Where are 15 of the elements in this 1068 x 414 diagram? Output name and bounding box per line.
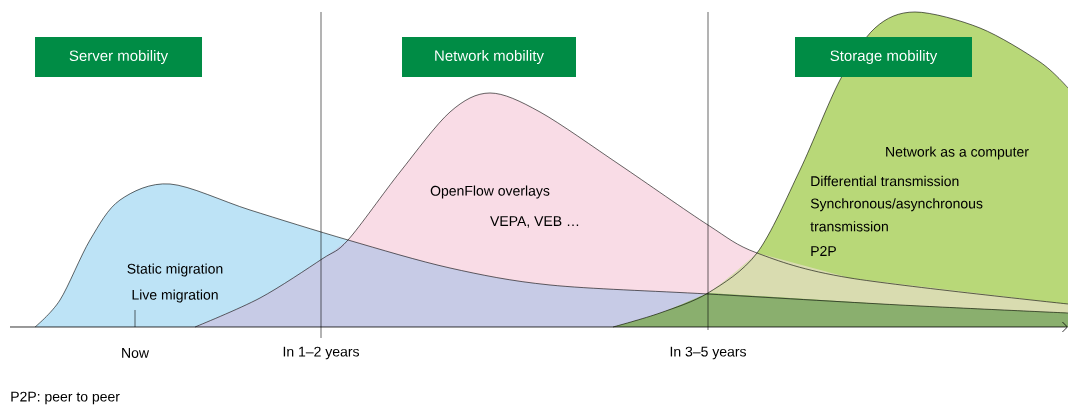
curve-label: Network as a computer: [886, 146, 1029, 160]
curve-label: P2P: [811, 246, 836, 256]
curve-label: Synchronous/asynchronous transmission: [810, 198, 983, 232]
curve-label: Live migration: [132, 289, 218, 303]
axis-label: In 1–2 years: [283, 346, 359, 360]
mobility-box: Storage mobility: [795, 37, 972, 77]
mobility-box: Server mobility: [35, 37, 202, 77]
footnote: P2P: peer to peer: [11, 391, 120, 405]
axis-label: Now: [122, 348, 150, 358]
mobility-box: Network mobility: [402, 37, 576, 77]
curve-label: OpenFlow overlays: [430, 185, 550, 199]
curve-label: Differential transmission: [811, 175, 959, 187]
axis-label: In 3–5 years: [670, 346, 746, 360]
curve-label: Static migration: [127, 263, 223, 277]
curve-label: VEPA, VEB …: [490, 216, 579, 228]
